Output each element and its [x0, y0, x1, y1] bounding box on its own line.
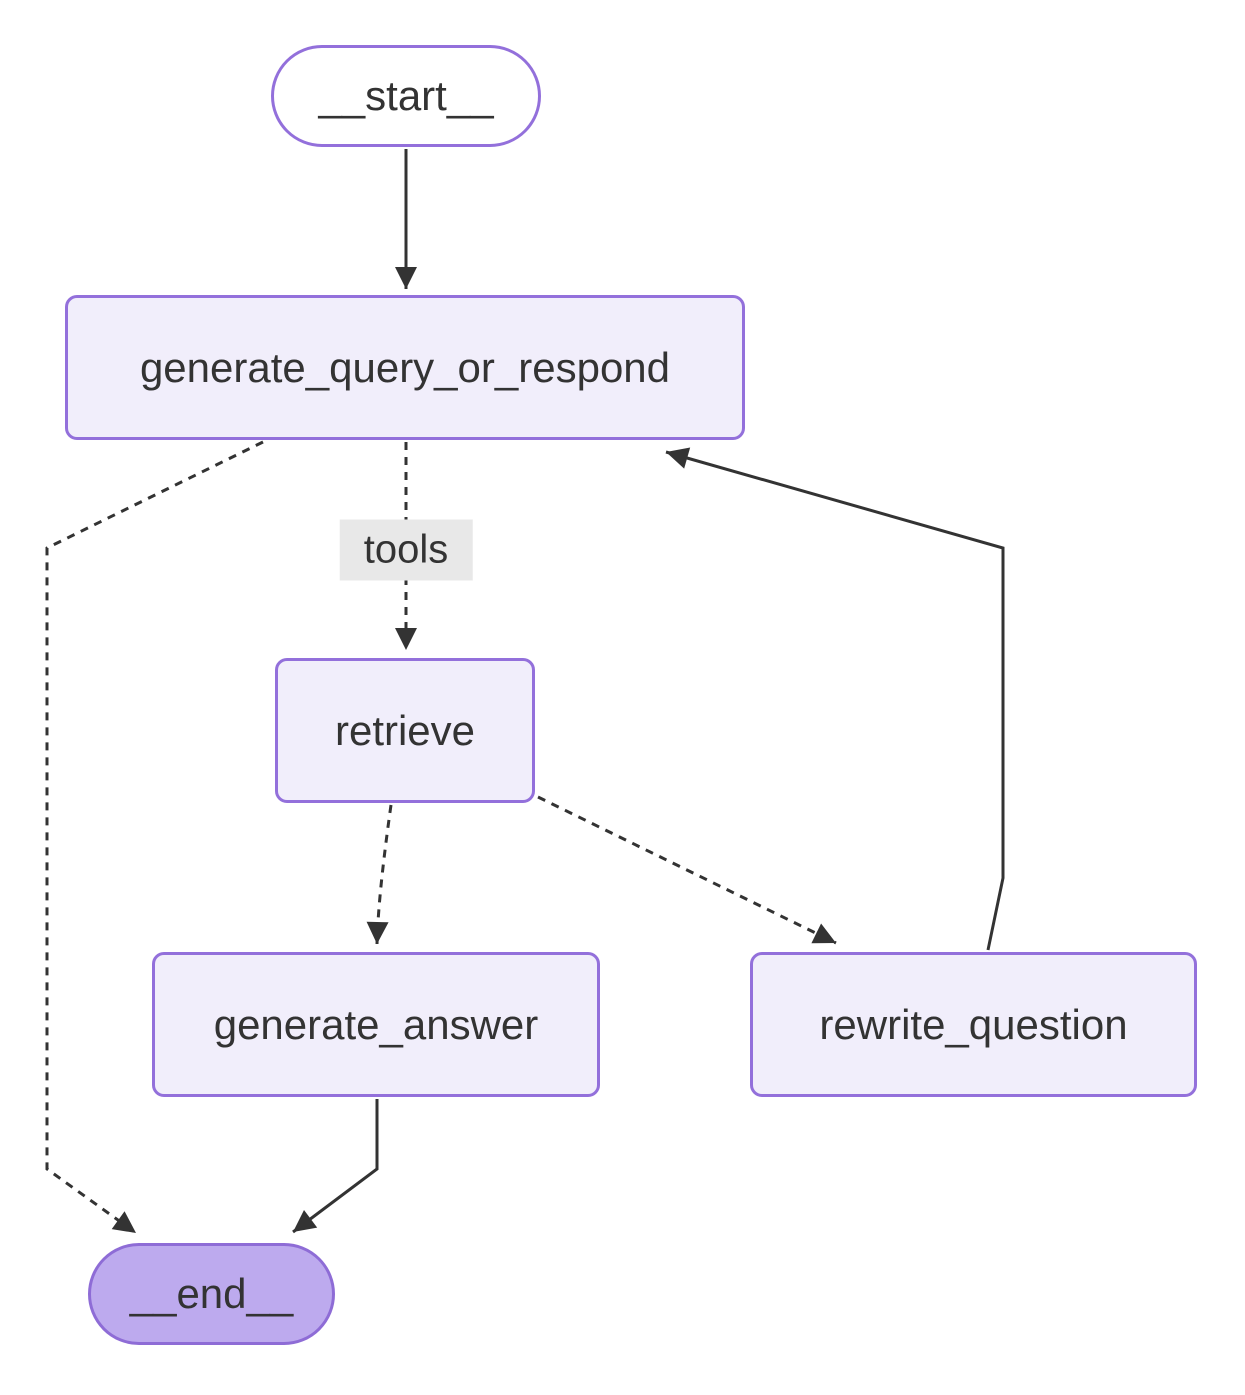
node-generate-query-or-respond: generate_query_or_respond [65, 295, 745, 440]
node-retrieve-label: retrieve [334, 706, 476, 754]
node-generate-answer-label: generate_answer [213, 1000, 539, 1048]
node-generate-query-or-respond-label: generate_query_or_respond [139, 343, 671, 391]
edge-rewrite-question-to-generate-query-or-respond [665, 447, 1005, 951]
node-end: __end__ [88, 1243, 335, 1345]
edge-label-tools-text: tools [363, 527, 449, 572]
edge-retrieve-to-rewrite-question [537, 795, 837, 945]
node-start: __start__ [271, 45, 541, 147]
node-generate-answer: generate_answer [152, 952, 600, 1097]
edge-label-tools: tools [339, 519, 473, 581]
node-start-label: __start__ [318, 72, 494, 119]
node-end-label: __end__ [129, 1270, 294, 1317]
edge-retrieve-to-generate-answer [366, 804, 393, 945]
edge-generate-answer-to-end [292, 1099, 379, 1234]
edge-generate-query-or-respond-to-end [45, 440, 264, 1235]
node-retrieve: retrieve [275, 658, 535, 803]
node-rewrite-question-label: rewrite_question [819, 1000, 1128, 1048]
node-rewrite-question: rewrite_question [750, 952, 1197, 1097]
